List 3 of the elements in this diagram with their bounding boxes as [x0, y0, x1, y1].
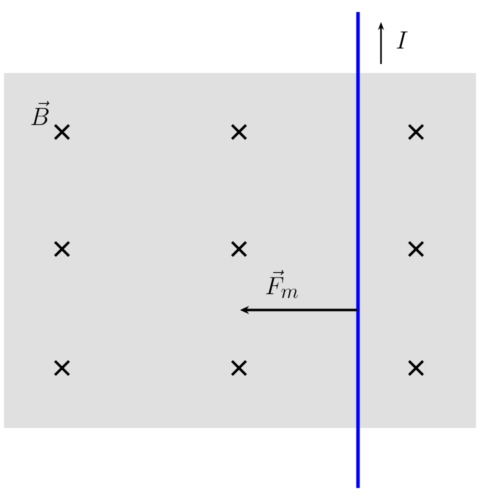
force-label: $\vec{F}_m$: [266, 270, 298, 298]
field-label: $\vec{B}$: [31, 100, 50, 125]
current-label: $I$: [396, 32, 408, 48]
